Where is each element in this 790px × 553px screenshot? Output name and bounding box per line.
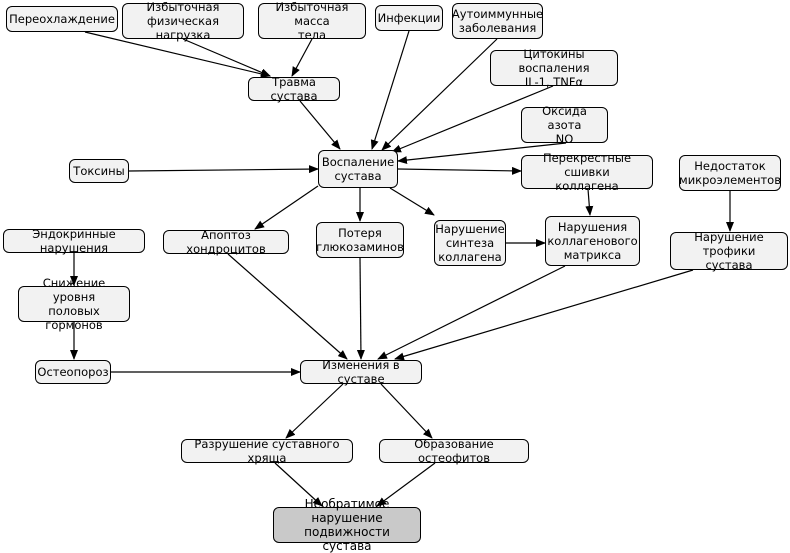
node-sex-hormones: Снижение уровня половых гормонов	[18, 276, 130, 332]
node-physical-load: Избыточная физическая нагрузка	[122, 0, 244, 42]
edge-arrow-3	[299, 100, 341, 150]
edge-arrow-14	[254, 185, 319, 230]
edge-arrow-21	[394, 269, 694, 361]
edge-arrow-4	[370, 30, 410, 150]
edge-arrow-5	[381, 38, 498, 151]
node-toxins: Токсины	[69, 159, 129, 183]
node-cartilage-destruction: Разрушение суставного хряща	[181, 437, 353, 465]
node-collagen-crosslinks: Перекрестные сшивки коллагена	[521, 151, 653, 193]
edge-arrow-18	[227, 253, 348, 360]
node-irreversible-mobility-loss: Необратимое нарушение подвижности сустав…	[273, 497, 421, 553]
node-infections: Инфекции	[375, 5, 443, 31]
edge-arrow-8	[128, 165, 319, 174]
edge-arrow-0	[84, 31, 271, 78]
node-cytokines: Цитокины воспаления IL-1, TNFα	[490, 47, 618, 89]
node-autoimmune: Аутоиммунные заболевания	[452, 3, 543, 39]
edge-arrow-6	[391, 85, 554, 153]
node-microelements: Недостаток микроэлементов	[679, 155, 781, 191]
node-collagen-synthesis: Нарушение синтеза коллагена	[434, 220, 506, 266]
node-chondrocyte-apoptosis: Апоптоз хондроцитов	[163, 228, 289, 256]
node-joint-trauma: Травма сустава	[248, 75, 340, 103]
edge-arrow-7	[397, 142, 567, 165]
node-nitric-oxide: Оксида азота NO	[521, 104, 608, 146]
node-excess-weight: Избыточная масса тела	[258, 0, 366, 42]
node-joint-inflammation: Воспаление сустава	[318, 150, 398, 188]
node-glucosamine-loss: Потеря глюкозаминов	[316, 222, 404, 258]
edge-arrow-9	[397, 166, 522, 175]
node-pereokhlazhdenie: Переохлаждение	[6, 6, 118, 32]
edge-arrow-26	[376, 462, 436, 507]
node-trophic-disorder: Нарушение трофики сустава	[670, 230, 788, 272]
edge-arrow-24	[380, 383, 433, 439]
node-collagen-matrix: Нарушения коллагенового матрикса	[545, 216, 640, 266]
edge-arrow-16	[389, 187, 435, 216]
edge-arrow-25	[274, 462, 323, 507]
node-joint-changes: Изменения в суставе	[300, 358, 422, 386]
edge-arrow-10	[585, 188, 594, 216]
edge-arrow-2	[291, 38, 313, 77]
edge-arrow-19	[356, 257, 365, 360]
edge-arrow-23	[285, 383, 344, 439]
node-osteophytes: Образование остеофитов	[379, 437, 529, 465]
edge-arrow-1	[182, 38, 271, 77]
node-endocrine-disorders: Эндокринные нарушения	[3, 227, 145, 255]
edge-arrow-20	[377, 265, 566, 360]
node-osteoporosis: Остеопороз	[35, 360, 111, 384]
